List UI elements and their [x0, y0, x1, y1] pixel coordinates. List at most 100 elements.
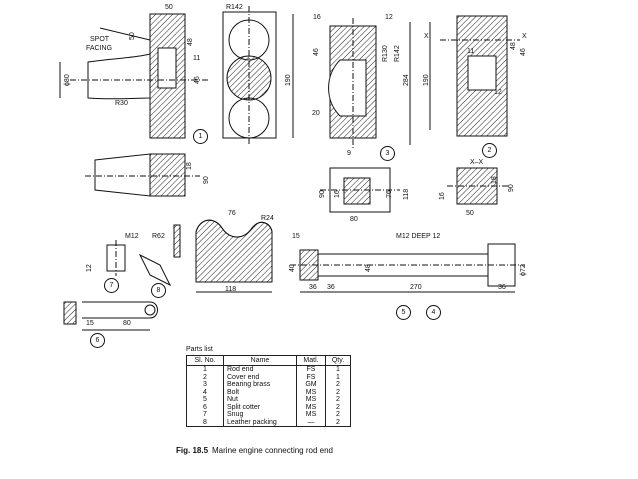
figure-number: Fig. 18.5 [176, 446, 209, 455]
dim-r130: R130 [382, 45, 389, 62]
dim-12: 12 [385, 14, 393, 21]
dim-190b: 190 [423, 74, 430, 86]
figure-caption-text: Marine engine connecting rod end [212, 446, 333, 455]
cell-sl: 1 [186, 365, 224, 374]
dim-12c: 12 [86, 264, 93, 272]
dim-190: 190 [285, 74, 292, 86]
label-facing: FACING [86, 45, 113, 52]
dim-80c: 80 [123, 320, 131, 327]
leather-packing [138, 224, 181, 287]
cell-sl: 5 [186, 396, 224, 404]
dim-118b: 118 [225, 286, 237, 293]
dim-76b: 76 [228, 210, 236, 217]
header-name: Name [223, 355, 297, 366]
dim-48c: 48 [365, 264, 372, 272]
cell-qty: 1 [325, 365, 351, 374]
dim-phi72: ϕ72 [520, 264, 527, 276]
dim-80b: 80 [350, 216, 358, 223]
part-marker-2: 2 [482, 143, 497, 158]
cell-sl: 6 [186, 403, 224, 411]
part-marker-7: 7 [104, 278, 119, 293]
dim-76: 76 [386, 190, 393, 198]
header-sl-no: Sl. No. [186, 355, 224, 366]
label-xx: X–X [470, 159, 484, 166]
dim-r24: R24 [261, 215, 274, 222]
dim-36c: 36 [498, 284, 506, 291]
cell-name: Leather packing [223, 418, 297, 427]
split-cotter [63, 301, 158, 331]
label-x1: X [424, 33, 429, 40]
cover-end-views [429, 15, 520, 137]
dim-m12: M12 [125, 233, 139, 240]
cell-name: Bearing brass [223, 381, 297, 389]
part-marker-1: 1 [193, 129, 208, 144]
cell-sl: 8 [186, 418, 224, 427]
dim-11: 11 [193, 55, 201, 62]
cell-sl: 7 [186, 411, 224, 419]
label-x2: X [522, 33, 527, 40]
dim-phi80: ϕ80 [64, 74, 71, 86]
bolt-and-nut [290, 243, 525, 293]
dim-16b: 16 [334, 190, 341, 198]
cell-qty: 2 [325, 403, 351, 411]
rod-end-side-view [222, 6, 294, 146]
dim-18b: 18 [491, 176, 498, 184]
dim-r142: R142 [226, 4, 243, 11]
dim-270: 270 [410, 284, 422, 291]
header-quantity: Qty. [325, 355, 351, 366]
bearing-brass-plan [320, 167, 400, 213]
cell-name: Split cotter [223, 403, 297, 411]
dim-11b: 11 [467, 48, 475, 55]
cell-sl: 2 [186, 373, 224, 381]
part-marker-3: 3 [380, 146, 395, 161]
header-material: Matl. [296, 355, 326, 366]
cell-matl: GM [296, 381, 326, 389]
cell-name: Snug [223, 411, 297, 419]
cell-qty: 2 [325, 396, 351, 404]
dim-9: 9 [347, 150, 351, 157]
dim-36b: 36 [327, 284, 335, 291]
cell-qty: 1 [325, 373, 351, 381]
dim-15b: 15 [86, 320, 94, 327]
part-marker-4: 4 [426, 305, 441, 320]
dim-15: 15 [292, 233, 300, 240]
cell-matl: — [296, 418, 326, 427]
dim-46b: 46 [313, 48, 320, 56]
cell-matl: MS [296, 403, 326, 411]
dim-12b: 12 [494, 89, 502, 96]
part-marker-8: 8 [151, 283, 166, 298]
parts-list-title: Parts list [186, 346, 213, 353]
cell-matl: FS [296, 365, 326, 374]
dim-284: 284 [403, 74, 410, 86]
dim-r62: R62 [152, 233, 165, 240]
cover-end-section-xx [447, 167, 508, 205]
dim-50b: 50 [129, 32, 136, 40]
cell-qty: 2 [325, 388, 351, 396]
dim-m12-deep: M12 DEEP 12 [396, 233, 441, 240]
dim-118: 118 [403, 188, 410, 200]
dim-16: 16 [313, 14, 321, 21]
cell-matl: MS [296, 388, 326, 396]
dim-r142b: R142 [394, 45, 401, 62]
dim-18: 18 [186, 162, 193, 170]
dim-50c: 50 [466, 210, 474, 217]
dim-20: 20 [312, 110, 320, 117]
cell-qty: 2 [325, 418, 351, 427]
parts-table-header: Sl. No. Name Matl. Qty. [186, 355, 351, 366]
dim-46: 46 [194, 76, 201, 84]
dim-48b: 48 [510, 42, 517, 50]
dim-36a: 36 [309, 284, 317, 291]
dim-50: 50 [165, 4, 173, 11]
cell-name: Rod end [223, 365, 297, 374]
rod-end-section [85, 153, 200, 197]
